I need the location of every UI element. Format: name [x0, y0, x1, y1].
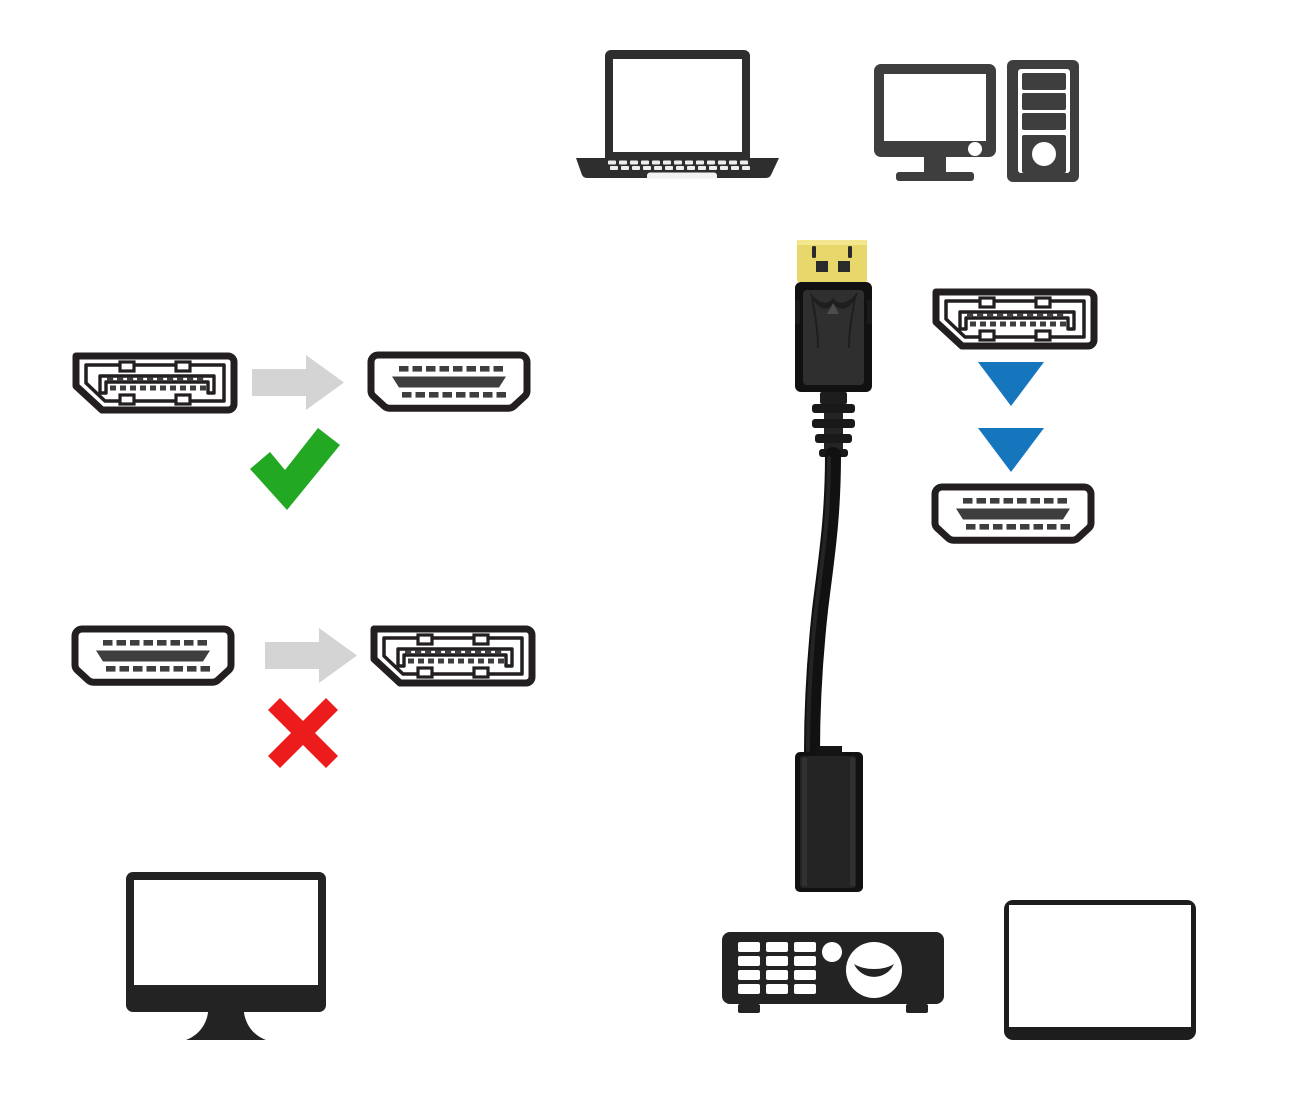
- green-check-icon: [250, 428, 340, 510]
- hdmi-port-icon: [371, 355, 527, 408]
- laptop-icon: [576, 50, 779, 179]
- hdmi-socket-icon: [795, 746, 863, 892]
- displayport-to-hdmi-adapter: [795, 240, 872, 892]
- hdmi-port-icon: [935, 487, 1091, 540]
- desktop-computer-icon: [874, 60, 1079, 182]
- blue-down-arrow-icon: [978, 362, 1044, 406]
- displayport-plug-body-icon: [795, 282, 872, 392]
- signal-flow-column: [935, 292, 1094, 540]
- unsupported-direction-row: [75, 628, 532, 768]
- gray-right-arrow-icon: [265, 628, 357, 683]
- red-cross-icon: [268, 698, 338, 768]
- projector-icon: [722, 932, 944, 1013]
- displayport-port-icon: [374, 629, 532, 683]
- hdmi-port-icon: [75, 629, 231, 682]
- monitor-icon: [126, 872, 326, 1040]
- displayport-port-icon: [76, 356, 234, 410]
- cable-icon: [804, 447, 841, 760]
- gray-right-arrow-icon: [252, 355, 344, 410]
- tower-part: [1007, 60, 1079, 182]
- blue-down-arrow-icon: [978, 428, 1044, 472]
- displayport-plug-tip-icon: [797, 240, 867, 282]
- displayport-port-icon: [936, 292, 1094, 346]
- flat-panel-display-icon: [1004, 900, 1196, 1040]
- monitor-part: [874, 64, 996, 181]
- supported-direction-row: [76, 355, 527, 510]
